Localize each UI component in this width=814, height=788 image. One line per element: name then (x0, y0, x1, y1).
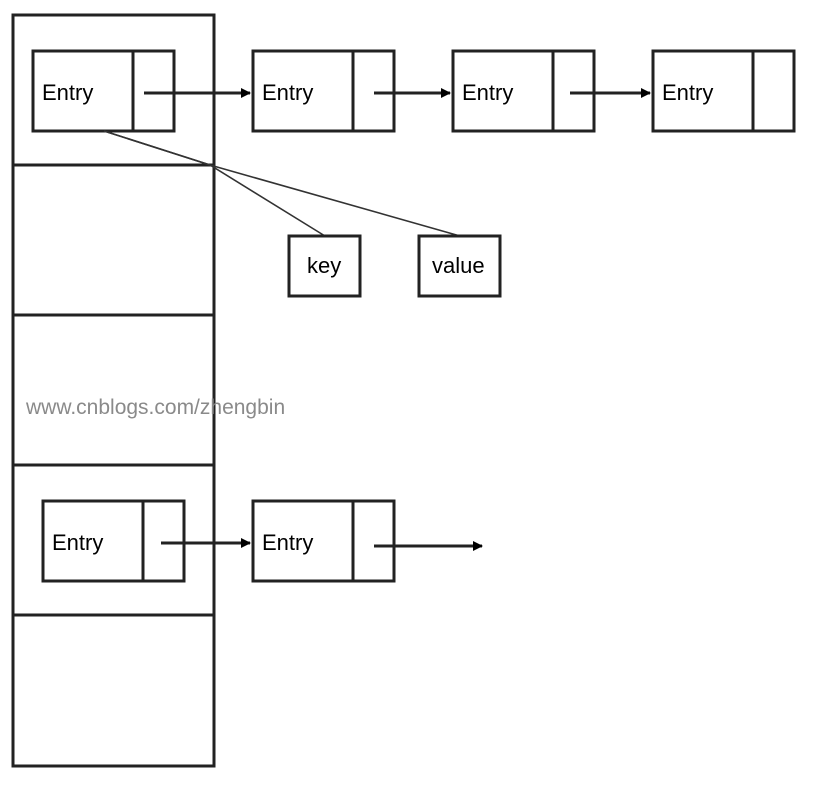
entry-node: Entry (251, 499, 396, 583)
key-node: key (287, 234, 362, 298)
entry-node: Entry (651, 49, 796, 133)
entry-to-value-connector (103, 130, 461, 237)
entry-node: Entry (41, 499, 186, 583)
entry-label: Entry (52, 530, 103, 555)
entry-label: Entry (462, 80, 513, 105)
entry-label: Entry (262, 80, 313, 105)
entry-label: Entry (262, 530, 313, 555)
bucket-array (11, 13, 216, 768)
entry-label: Entry (42, 80, 93, 105)
watermark-text: www.cnblogs.com/zhengbin (25, 396, 285, 419)
key-label: key (307, 253, 341, 278)
value-label: value (432, 253, 485, 278)
bucket-array-frame (11, 13, 216, 768)
entry-node: Entry (251, 49, 396, 133)
value-node: value (417, 234, 502, 298)
entry-node: Entry (451, 49, 596, 133)
entry-node: Entry (31, 49, 176, 133)
entry-label: Entry (662, 80, 713, 105)
